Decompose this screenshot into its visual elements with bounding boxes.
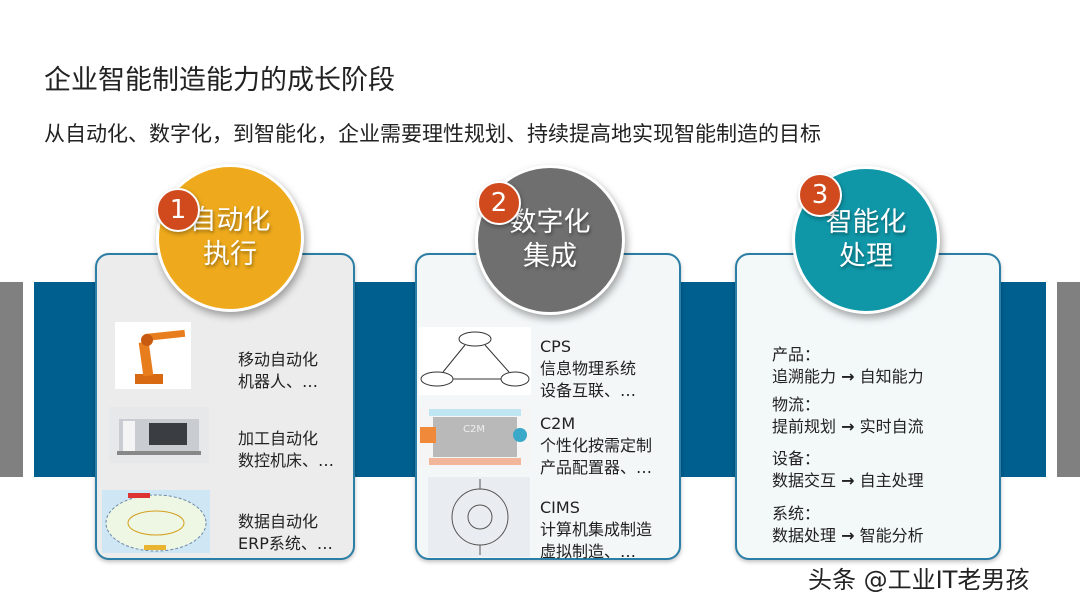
stage3-number-badge: 3	[798, 173, 842, 217]
stage1-number-badge: 1	[156, 188, 200, 232]
item-to: 智能分析	[859, 526, 924, 545]
item-label: 产品：	[772, 345, 821, 364]
cps-diagram-image	[419, 327, 531, 395]
item-title: 信息物理系统	[540, 359, 637, 378]
stage3-item4: 系统： 数据处理 → 智能分析	[772, 503, 924, 547]
arrow-icon: →	[841, 367, 855, 386]
item-title: 数据自动化	[238, 512, 319, 531]
stage3-item3: 设备： 数据交互 → 自主处理	[772, 448, 924, 492]
item-heading: CIMS	[540, 498, 580, 517]
item-detail: 机器人、…	[238, 372, 319, 391]
item-from: 数据处理	[772, 526, 837, 545]
item-from: 数据交互	[772, 471, 837, 490]
item-detail: 数控机床、…	[238, 451, 335, 470]
stage2-item1: CPS 信息物理系统设备互联、…	[540, 336, 636, 402]
item-title: 个性化按需定制	[540, 436, 653, 455]
erp-diagram-image	[102, 490, 210, 553]
stage-title: 智能化	[825, 207, 907, 238]
item-detail: ERP系统、…	[238, 534, 333, 553]
arrow-icon: →	[841, 417, 855, 436]
item-heading: C2M	[540, 414, 576, 433]
stage-subtitle: 执行	[203, 239, 257, 270]
stage-subtitle: 处理	[839, 241, 893, 272]
item-detail: 虚拟制造、…	[540, 542, 637, 561]
item-title: 加工自动化	[238, 429, 319, 448]
stage-title: 数字化	[509, 207, 591, 238]
item-detail: 产品配置器、…	[540, 458, 653, 477]
stage2-circle: 数字化集成	[475, 165, 625, 315]
item-title: 计算机集成制造	[540, 520, 653, 539]
left-grey-block	[0, 282, 23, 477]
stage2-number-badge: 2	[477, 181, 521, 225]
right-grey-block	[1057, 282, 1080, 477]
stage-title: 自动化	[189, 205, 271, 236]
item-to: 实时自流	[859, 417, 924, 436]
cims-diagram-image	[428, 477, 530, 557]
stage1-item1: 移动自动化机器人、…	[238, 349, 318, 393]
item-label: 设备：	[772, 449, 821, 468]
item-to: 自主处理	[859, 471, 924, 490]
c2m-diagram-image: C2M	[419, 407, 531, 467]
stage3-item1: 产品： 追溯能力 → 自知能力	[772, 344, 924, 388]
item-from: 追溯能力	[772, 367, 837, 386]
item-to: 自知能力	[859, 367, 924, 386]
arrow-icon: →	[841, 526, 855, 545]
industrial-robot-arm-image	[115, 322, 191, 389]
item-label: 系统：	[772, 504, 821, 523]
arrow-icon: →	[841, 471, 855, 490]
stage1-circle: 自动化执行	[156, 164, 304, 312]
page-subtitle: 从自动化、数字化，到智能化，企业需要理性规划、持续提高地实现智能制造的目标	[44, 122, 821, 146]
stage1-item3: 数据自动化 ERP系统、…	[238, 511, 333, 555]
item-detail: 设备互联、…	[540, 381, 637, 400]
item-heading: CPS	[540, 337, 571, 356]
stage3-item2: 物流： 提前规划 → 实时自流	[772, 394, 924, 438]
page-title: 企业智能制造能力的成长阶段	[44, 65, 395, 96]
item-title: 移动自动化	[238, 350, 319, 369]
cnc-machine-image	[109, 407, 209, 463]
stage2-item3: CIMS 计算机集成制造虚拟制造、…	[540, 497, 652, 563]
stage-subtitle: 集成	[523, 241, 577, 272]
item-from: 提前规划	[772, 417, 837, 436]
item-label: 物流：	[772, 395, 821, 414]
stage2-item2: C2M 个性化按需定制产品配置器、…	[540, 413, 652, 479]
stage1-item2: 加工自动化数控机床、…	[238, 428, 334, 472]
watermark: 头条 @工业IT老男孩	[808, 566, 1030, 594]
svg-text:C2M: C2M	[463, 424, 485, 435]
